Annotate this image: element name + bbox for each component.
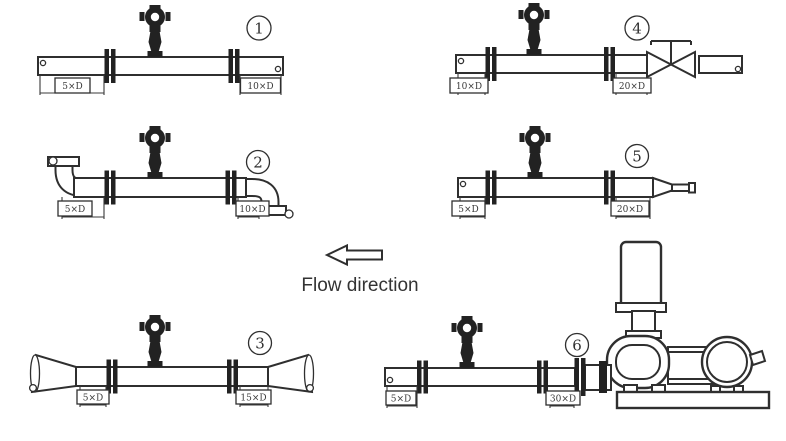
- roots-blower-pump-icon: [605, 240, 771, 410]
- config-4: 10×D 20×D 4: [449, 3, 743, 95]
- dimension-left: 5×D: [451, 197, 486, 219]
- flow-transmitter-icon: [519, 126, 551, 178]
- config-number: 5: [632, 148, 642, 166]
- config-3: 5×D 15×D 3: [28, 315, 315, 407]
- pipe-break-icon: [39, 59, 47, 67]
- dim-label: 10×D: [247, 82, 273, 92]
- dimension-left: 5×D: [385, 386, 418, 408]
- config-number: 4: [632, 20, 642, 38]
- config-number: 6: [572, 337, 582, 355]
- pipe: [698, 55, 743, 74]
- flange: [604, 170, 615, 205]
- pipe-break-icon: [459, 180, 467, 188]
- dimension-right: 10×D: [239, 75, 282, 95]
- flange: [574, 358, 586, 396]
- flow-direction: Flow direction: [301, 243, 419, 296]
- dimension-right: 20×D: [612, 73, 652, 95]
- dim-label: 20×D: [617, 205, 643, 215]
- config-number-badge: 5: [624, 143, 650, 169]
- dim-label: 20×D: [619, 82, 645, 92]
- dim-label: 30×D: [550, 395, 576, 405]
- pipe: [37, 56, 284, 76]
- dimension-left: 10×D: [449, 73, 489, 95]
- flow-direction-label: Flow direction: [301, 275, 418, 296]
- flange: [485, 170, 497, 205]
- pump-inlet-pipe: [584, 364, 612, 391]
- config-number: 1: [254, 20, 264, 38]
- dim-label: 10×D: [239, 205, 265, 215]
- expander-cone-right-icon: [267, 353, 315, 394]
- pipe: [73, 177, 247, 198]
- gate-valve-icon: [646, 40, 696, 79]
- flange: [104, 49, 116, 83]
- pipe: [75, 366, 269, 387]
- pipe-break-icon: [48, 156, 58, 166]
- flange: [537, 360, 548, 394]
- pipe-break-icon: [274, 65, 282, 73]
- config-number: 2: [253, 154, 263, 172]
- pipe-break-icon: [734, 65, 742, 73]
- flow-transmitter-icon: [139, 315, 171, 367]
- dimension-left: 5×D: [76, 386, 110, 407]
- config-6: 5×D 30×D 6: [384, 240, 771, 410]
- flow-transmitter-icon: [139, 126, 171, 178]
- flange: [599, 361, 607, 393]
- dimension-right: 15×D: [235, 386, 272, 407]
- elbow-end-cap: [47, 156, 80, 167]
- flow-transmitter-icon: [451, 316, 483, 368]
- flange: [228, 49, 240, 83]
- pump-base: [615, 390, 771, 410]
- dim-label: 5×D: [458, 205, 478, 215]
- flange: [227, 359, 238, 394]
- reducer-cone-icon: [652, 176, 696, 199]
- flange: [604, 47, 615, 81]
- pipe-break-icon: [457, 57, 465, 65]
- pipe: [455, 54, 648, 74]
- pump-silencer: [619, 240, 663, 312]
- elbow-down-right-icon: [242, 178, 280, 208]
- config-number-badge: 2: [245, 149, 271, 175]
- config-number-badge: 3: [247, 330, 273, 356]
- dimension-right: 20×D: [610, 197, 651, 219]
- pump-motor-inner: [706, 341, 748, 383]
- pump-neck: [631, 310, 656, 334]
- flow-transmitter-icon: [518, 3, 550, 55]
- config-number-badge: 4: [624, 15, 650, 41]
- flange: [485, 47, 497, 81]
- dim-label: 5×D: [391, 395, 411, 405]
- flange: [225, 170, 237, 205]
- dim-label: 5×D: [65, 205, 85, 215]
- config-5: 5×D 20×D 5: [451, 126, 696, 219]
- left-arrow-icon: [324, 243, 383, 267]
- dimension-left: 5×D: [39, 75, 105, 95]
- dim-label: 5×D: [83, 394, 103, 404]
- config-number-badge: 6: [564, 332, 590, 358]
- dimension-left: 5×D: [57, 197, 105, 219]
- config-number-badge: 1: [246, 15, 272, 41]
- dimension-right: 10×D: [235, 197, 270, 219]
- flow-transmitter-icon: [139, 5, 171, 57]
- flange: [104, 170, 116, 205]
- expander-cone-left-icon: [28, 353, 77, 394]
- dim-label: 15×D: [240, 394, 266, 404]
- flange: [106, 359, 118, 394]
- config-1: 5×D 10×D 1: [37, 5, 284, 95]
- dim-label: 10×D: [456, 82, 482, 92]
- config-2: 5×D 10×D 2: [47, 126, 294, 219]
- pump-motor-tab: [748, 349, 767, 367]
- flange: [417, 360, 428, 394]
- config-number: 3: [255, 335, 265, 353]
- dimension-right: 30×D: [545, 390, 581, 408]
- pump-housing-inner: [615, 344, 661, 380]
- pipe-break-icon: [284, 209, 294, 219]
- pipe-break-icon: [386, 376, 394, 384]
- dim-label: 5×D: [62, 82, 82, 92]
